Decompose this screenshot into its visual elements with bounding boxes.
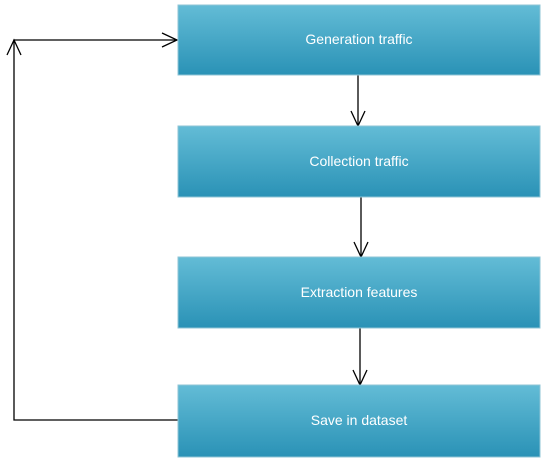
- edge-extraction-to-save: [352, 328, 368, 387]
- edge-generation-to-collection: [350, 75, 366, 128]
- node-label-generation: Generation traffic: [305, 31, 412, 47]
- node-extraction-features: Extraction features: [177, 256, 541, 329]
- node-collection-traffic: Collection traffic: [177, 125, 541, 198]
- node-label-collection: Collection traffic: [309, 153, 408, 169]
- edge-collection-to-extraction: [353, 197, 369, 259]
- node-generation-traffic: Generation traffic: [177, 4, 541, 76]
- node-label-save: Save in dataset: [311, 412, 408, 428]
- node-label-extraction: Extraction features: [301, 284, 418, 300]
- node-save-in-dataset: Save in dataset: [177, 384, 541, 458]
- edge-save-to-generation: [6, 32, 179, 421]
